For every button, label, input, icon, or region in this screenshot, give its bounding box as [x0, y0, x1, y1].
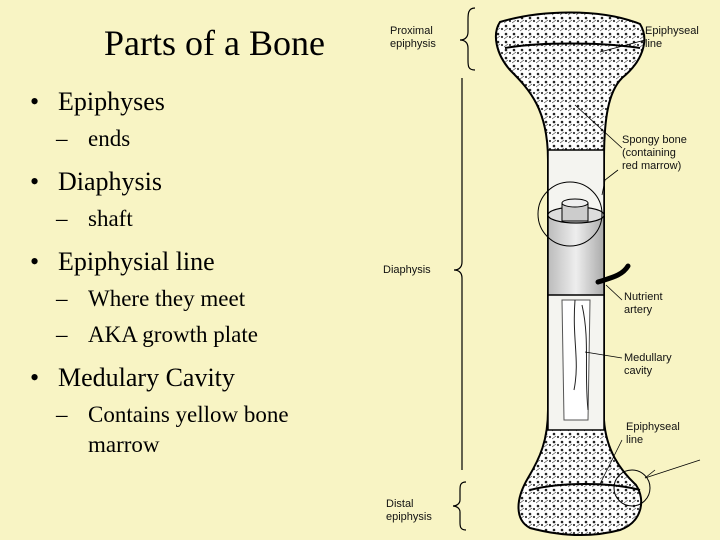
bullet-epiphysial-line: Epiphysial line –Where they meet –AKA gr…: [30, 246, 390, 350]
sub-bullet-text: AKA growth plate: [88, 322, 258, 347]
marrow-plug-top: [561, 198, 589, 208]
bullet-label: Medulary Cavity: [30, 362, 390, 394]
bullet-label: Epiphysial line: [30, 246, 390, 278]
brace-proximal: [459, 7, 476, 71]
pointer-lines: [574, 39, 701, 485]
bullet-medulary-cavity: Medulary Cavity –Contains yellow bone ma…: [30, 362, 390, 460]
label-medullary-2: cavity: [624, 365, 653, 377]
label-epiphyseal-bot-1: Epiphyseal: [626, 421, 680, 433]
label-medullary-1: Medullary: [624, 352, 672, 364]
label-epiphyseal-bot-2: line: [626, 434, 643, 446]
sub-bullet: –Where they meet: [56, 286, 246, 311]
epiphyseal-line-bottom: [529, 483, 641, 491]
sub-bullet: –ends: [56, 126, 131, 151]
label-spongy-2: (containing: [622, 147, 676, 159]
label-epiphyseal-top-2: line: [645, 38, 662, 50]
slide-title: Parts of a Bone: [104, 23, 325, 63]
label-proximal-1: Proximal: [390, 25, 433, 37]
sub-bullet-text: ends: [88, 126, 131, 151]
label-distal-1: Distal: [386, 498, 414, 510]
label-nutrient-2: artery: [624, 304, 653, 316]
long-bone-diagram: Proximal epiphysis Epiphyseal line Spong…: [383, 7, 701, 537]
sub-bullet-text: shaft: [88, 206, 133, 231]
blood-vessels: [573, 299, 589, 411]
sub-bullet-text: Contains yellow bone marrow: [88, 402, 289, 457]
label-diaphysis: Diaphysis: [383, 264, 431, 276]
bullet-list: Epiphyses –ends Diaphysis –shaft Epiphys…: [30, 86, 390, 468]
brace-diaphysis: [453, 78, 463, 470]
magnify-circle-top: [537, 181, 603, 247]
sub-bullet: –Contains yellow bone marrow: [56, 402, 289, 457]
nutrient-artery: [595, 263, 631, 285]
label-spongy-3: red marrow): [622, 160, 681, 172]
bullet-epiphyses: Epiphyses –ends: [30, 86, 390, 154]
bullet-label: Epiphyses: [30, 86, 390, 118]
sub-bullet: –shaft: [56, 206, 133, 231]
epiphyseal-line-top: [504, 42, 641, 49]
label-proximal-2: epiphysis: [390, 38, 436, 50]
label-nutrient-1: Nutrient: [624, 291, 663, 303]
bullet-label: Diaphysis: [30, 166, 390, 198]
brace-distal: [452, 481, 467, 531]
cut-section: [547, 214, 605, 296]
label-epiphyseal-top-1: Epiphyseal: [645, 25, 699, 37]
sub-bullet: –AKA growth plate: [56, 322, 258, 347]
label-spongy-1: Spongy bone: [622, 134, 687, 146]
bullet-diaphysis: Diaphysis –shaft: [30, 166, 390, 234]
sub-bullet-text: Where they meet: [88, 286, 246, 311]
magnify-circle-bottom: [613, 469, 651, 507]
label-distal-2: epiphysis: [386, 511, 432, 523]
